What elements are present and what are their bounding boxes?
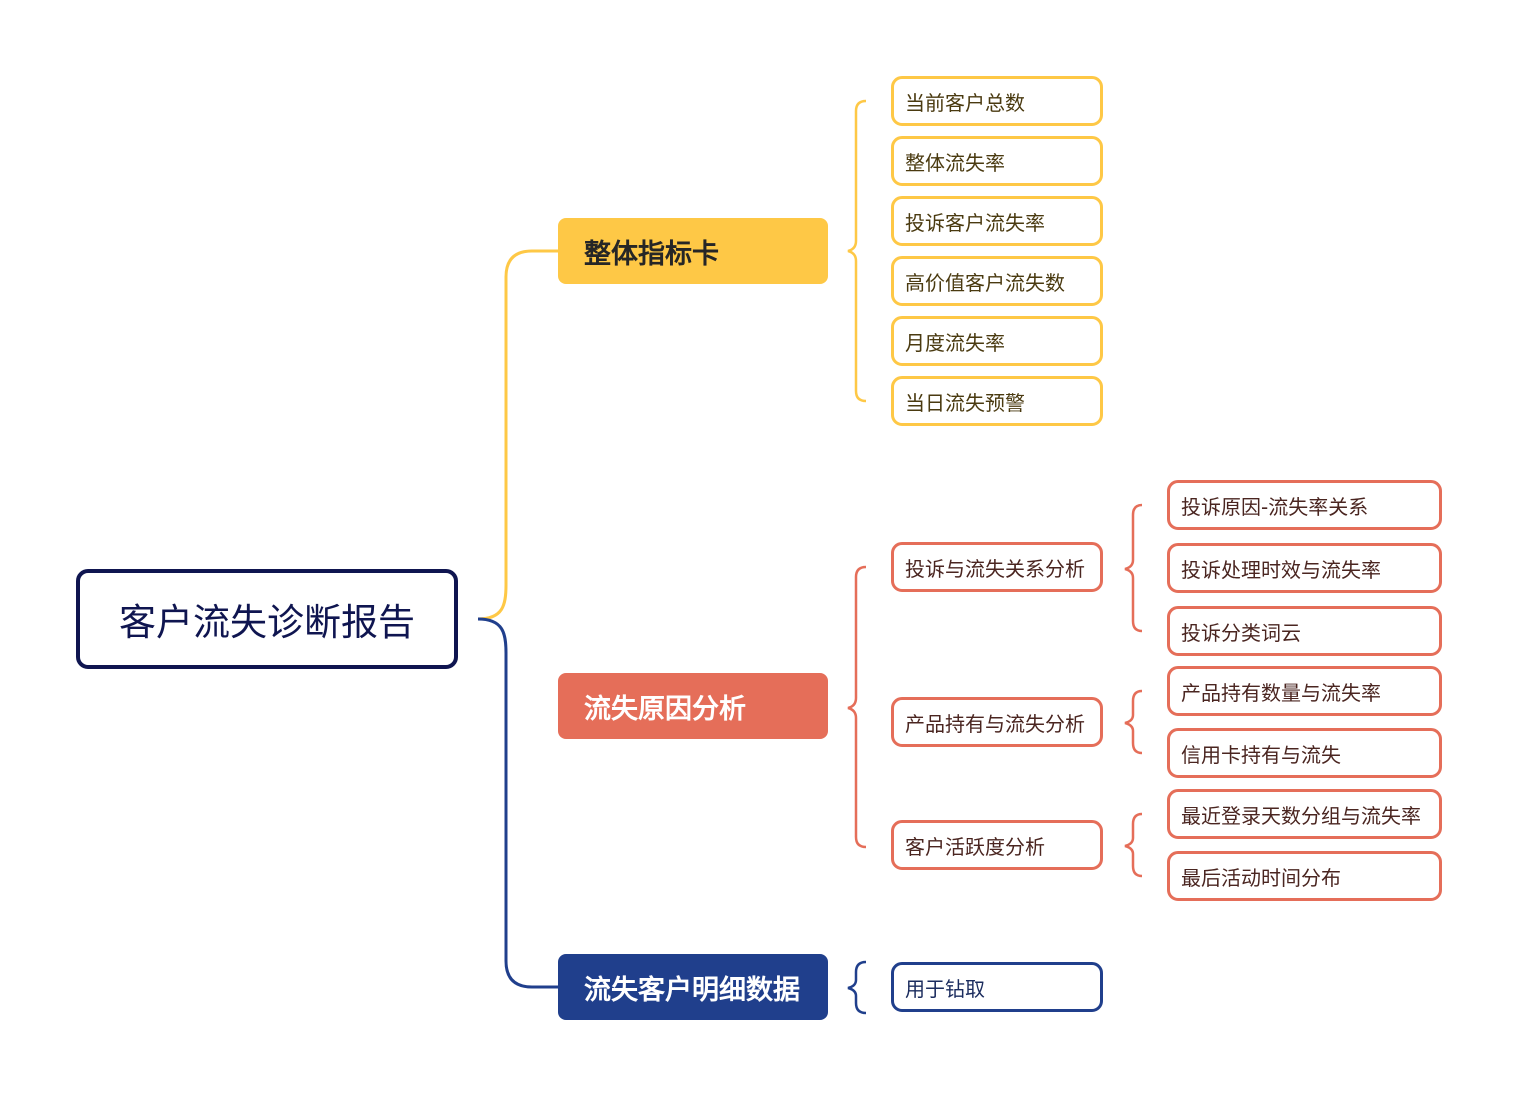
bracket-branch-2: [847, 565, 867, 849]
bracket-sub-complaint: [1124, 503, 1143, 633]
leaf-monthly-churn-rate[interactable]: 月度流失率: [891, 316, 1103, 366]
leaf-high-value-churn-count[interactable]: 高价值客户流失数: [891, 256, 1103, 306]
connector-root-to-branch-3: [477, 617, 558, 989]
leaf-for-drilldown[interactable]: 用于钻取: [891, 962, 1103, 1012]
sub-product-holding-churn-analysis[interactable]: 产品持有与流失分析: [891, 697, 1103, 747]
leaf-daily-churn-alert[interactable]: 当日流失预警: [891, 376, 1103, 426]
sub-customer-activity-analysis[interactable]: 客户活跃度分析: [891, 820, 1103, 870]
leaf-complaint-reason-churn-relation[interactable]: 投诉原因-流失率关系: [1167, 480, 1442, 530]
leaf-complaint-category-wordcloud[interactable]: 投诉分类词云: [1167, 606, 1442, 656]
sub-complaint-churn-analysis[interactable]: 投诉与流失关系分析: [891, 542, 1103, 592]
leaf-current-customer-total[interactable]: 当前客户总数: [891, 76, 1103, 126]
branch-churn-customer-details[interactable]: 流失客户明细数据: [558, 954, 828, 1020]
bracket-branch-3: [847, 960, 867, 1015]
leaf-credit-card-holding-churn[interactable]: 信用卡持有与流失: [1167, 728, 1442, 778]
leaf-product-count-churn-rate[interactable]: 产品持有数量与流失率: [1167, 666, 1442, 716]
leaf-complaint-handling-time-churn[interactable]: 投诉处理时效与流失率: [1167, 543, 1442, 593]
root-node[interactable]: 客户流失诊断报告: [76, 569, 458, 669]
branch-overall-kpi-cards[interactable]: 整体指标卡: [558, 218, 828, 284]
leaf-login-days-group-churn[interactable]: 最近登录天数分组与流失率: [1167, 789, 1442, 839]
branch-churn-cause-analysis[interactable]: 流失原因分析: [558, 673, 828, 739]
bracket-branch-1: [847, 99, 867, 403]
leaf-overall-churn-rate[interactable]: 整体流失率: [891, 136, 1103, 186]
connector-root-to-branch-1: [477, 249, 558, 621]
leaf-complaint-customer-churn-rate[interactable]: 投诉客户流失率: [891, 196, 1103, 246]
bracket-sub-product: [1124, 689, 1143, 755]
bracket-sub-activity: [1124, 812, 1143, 878]
leaf-last-activity-distribution[interactable]: 最后活动时间分布: [1167, 851, 1442, 901]
